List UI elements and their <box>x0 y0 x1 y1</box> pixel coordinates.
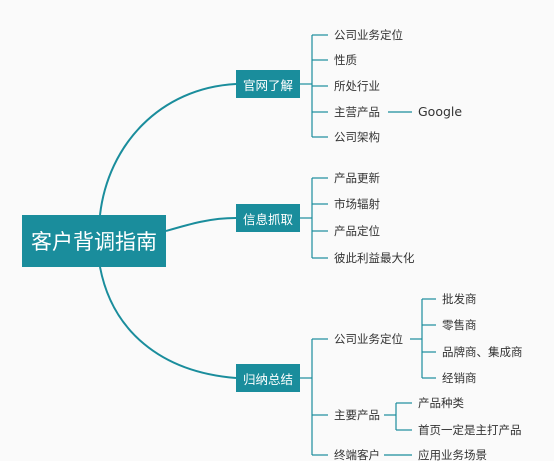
leaf-main-products-2: 主要产品 <box>334 408 380 422</box>
branch-node-info: 信息抓取 <box>236 204 300 232</box>
leaf-wholesaler: 批发商 <box>442 292 477 306</box>
leaf-main-products: 主营产品 <box>334 105 380 119</box>
leaf-retailer: 零售商 <box>442 318 477 332</box>
branch-node-summary: 归纳总结 <box>236 364 300 392</box>
connector-root-b2 <box>165 217 237 232</box>
leaf-nature: 性质 <box>334 53 357 67</box>
leaf-structure: 公司架构 <box>334 130 380 144</box>
connector-root-b3 <box>99 266 237 379</box>
leaf-end-clients: 终端客户 <box>334 448 380 461</box>
leaf-distributor: 经销商 <box>442 371 477 385</box>
leaf-business-position-2: 公司业务定位 <box>334 332 403 346</box>
root-node: 客户背调指南 <box>22 215 166 267</box>
leaf-positioning: 产品定位 <box>334 224 380 238</box>
leaf-business-position: 公司业务定位 <box>334 28 403 42</box>
leaf-application-scenarios: 应用业务场景 <box>418 448 487 461</box>
branch-node-website: 官网了解 <box>236 70 300 98</box>
leaf-homepage-main: 首页一定是主打产品 <box>418 423 522 437</box>
leaf-brand-integrator: 品牌商、集成商 <box>442 345 523 359</box>
leaf-product-types: 产品种类 <box>418 396 464 410</box>
leaf-industry: 所处行业 <box>334 79 380 93</box>
leaf-mutual-benefit: 彼此利益最大化 <box>334 251 415 265</box>
connector-root-b1 <box>99 83 237 216</box>
leaf-product-updates: 产品更新 <box>334 171 380 185</box>
leaf-google: Google <box>418 104 463 119</box>
leaf-market-reach: 市场辐射 <box>334 197 380 211</box>
